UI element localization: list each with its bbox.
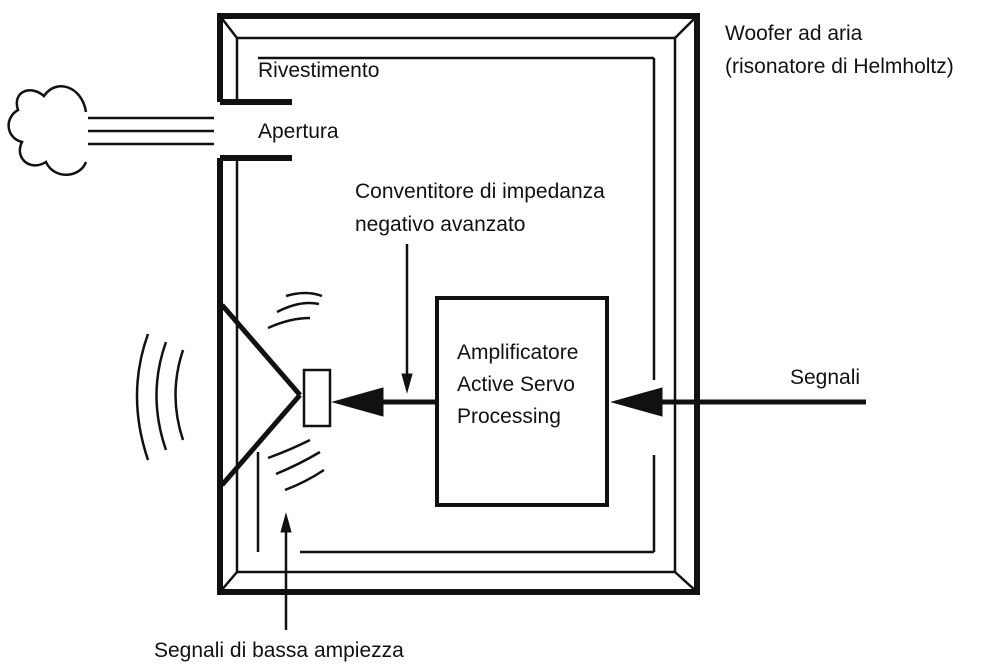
low-amplitude-pointer-arrow-icon — [280, 512, 292, 533]
apertura-label: Apertura — [258, 120, 339, 143]
front-wave-2 — [155, 341, 168, 451]
back-wave-lower-1 — [267, 438, 311, 460]
front-wave-1 — [174, 349, 185, 441]
speaker-cone-upper — [220, 303, 302, 397]
segnali-label: Segnali — [790, 366, 860, 389]
amplifier-box — [435, 296, 609, 507]
input-arrow-icon — [610, 387, 663, 417]
signal-path — [280, 244, 866, 630]
front-wave-3 — [135, 333, 150, 461]
sound-waves — [135, 291, 325, 492]
amplifier-label-line-1: Amplificatore — [457, 341, 578, 364]
speaker-driver — [220, 303, 332, 487]
enclosure-inner-wall — [235, 36, 677, 574]
enclosure-bevel-top-right — [674, 15, 698, 39]
enclosure-bevel-top-left — [219, 15, 238, 39]
converter-label-line-2: negativo avanzato — [355, 213, 525, 236]
back-wave-upper-3 — [285, 291, 323, 298]
back-wave-lower-3 — [284, 468, 325, 492]
amplifier-label-line-3: Processing — [457, 405, 561, 428]
voice-coil — [302, 368, 332, 428]
speaker-cone-lower — [220, 393, 302, 487]
rivestimento-label: Rivestimento — [258, 59, 379, 82]
woofer-label-line-1: Woofer ad aria — [725, 22, 863, 45]
segnali-bassa-ampiezza-label: Segnali di bassa ampiezza — [154, 639, 404, 662]
converter-label-line-1: Conventitore di impedanza — [355, 180, 605, 203]
enclosure-outer-wall — [217, 13, 700, 595]
air-flow — [7, 85, 214, 176]
air-puff-cloud-icon — [7, 85, 88, 176]
enclosure-bevel-bottom-right — [674, 571, 698, 593]
enclosure — [217, 13, 700, 595]
woofer-label-line-2: (risonatore di Helmholtz) — [725, 55, 954, 78]
converter-pointer-arrow-icon — [401, 373, 413, 394]
back-wave-lower-2 — [275, 450, 321, 476]
back-wave-upper-2 — [276, 301, 320, 314]
enclosure-bevel-bottom-left — [219, 571, 238, 593]
amplifier-label-line-2: Active Servo — [457, 373, 575, 396]
back-wave-upper-1 — [267, 316, 311, 330]
output-arrow-icon — [331, 387, 384, 417]
